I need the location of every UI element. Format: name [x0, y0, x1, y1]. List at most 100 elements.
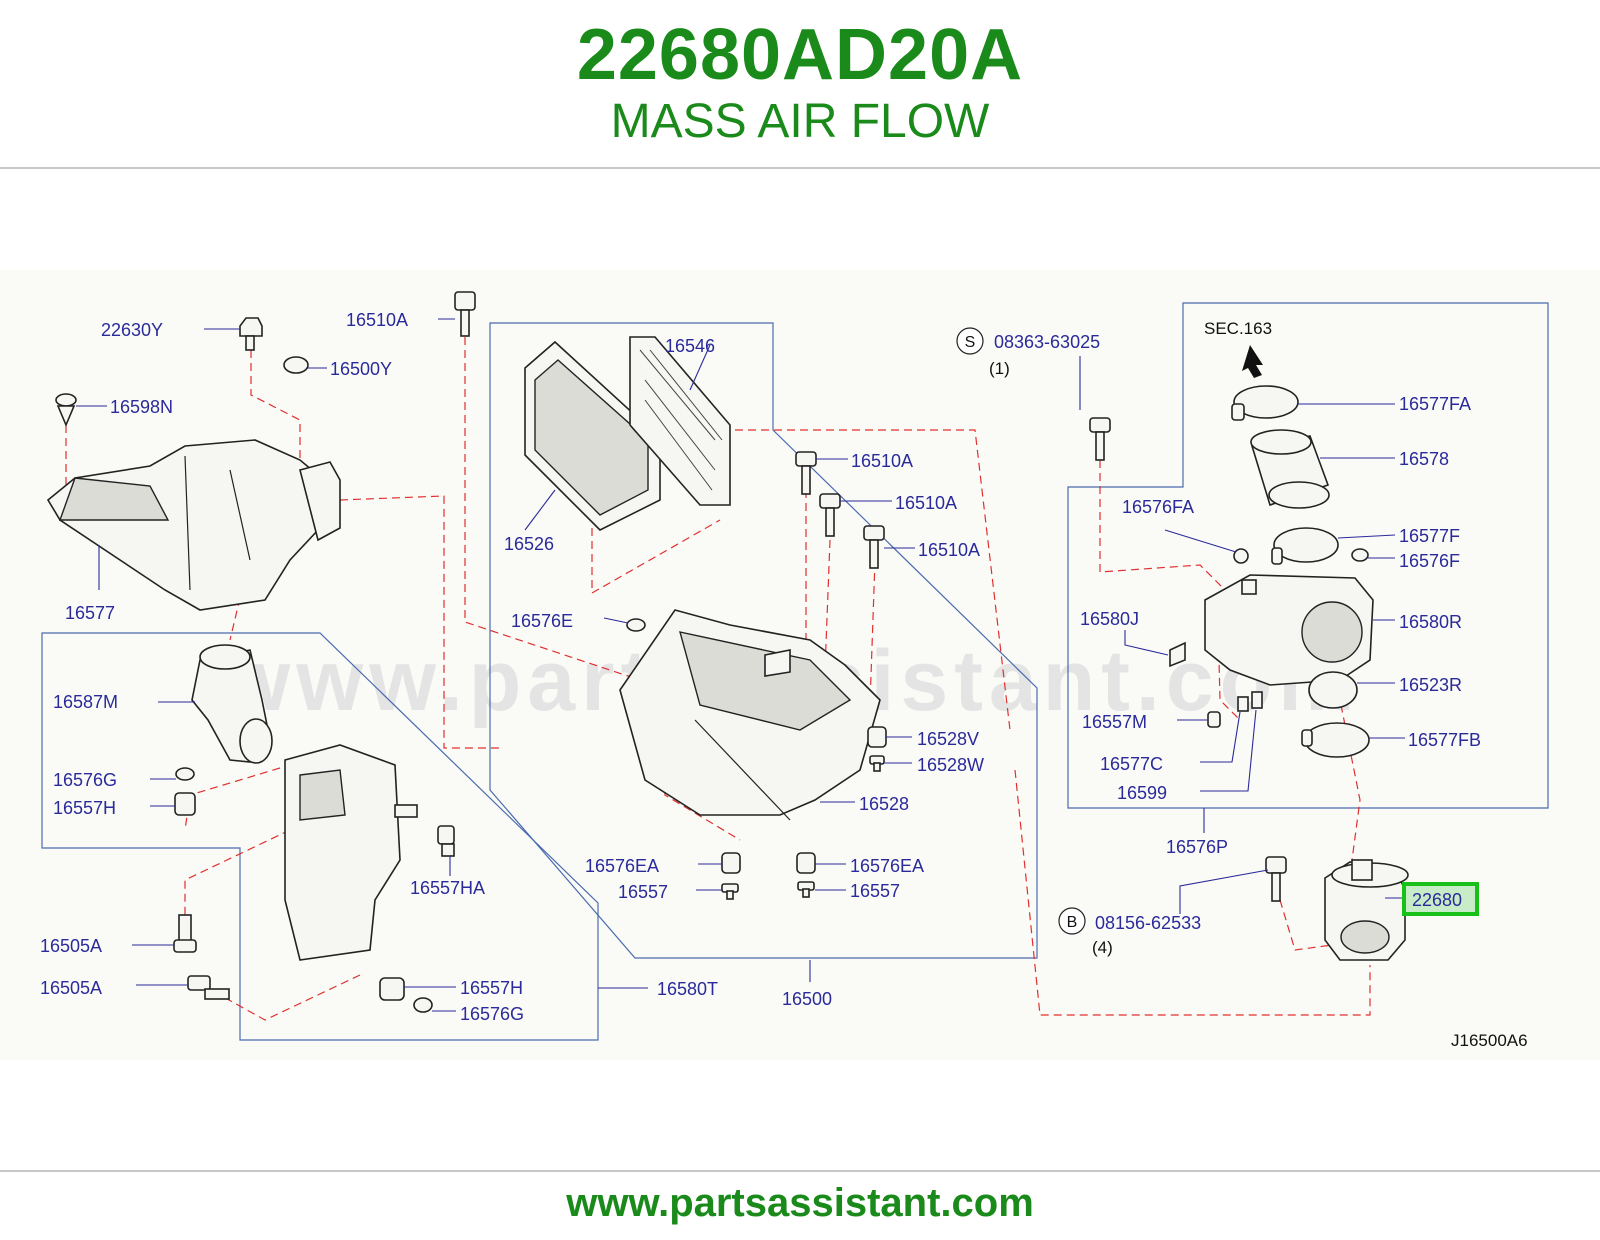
label-16587m[interactable]: 16587M	[53, 692, 118, 712]
label-16510a-top[interactable]: 16510A	[346, 310, 408, 330]
bolt-16505a-2	[187, 975, 230, 1000]
parts-diagram: www.partsassistant.com	[0, 270, 1600, 1060]
label-16500[interactable]: 16500	[782, 989, 832, 1009]
mass-air-flow-sensor-22680	[1324, 859, 1409, 961]
label-16576g-bottom[interactable]: 16576G	[460, 1004, 524, 1024]
circle-b-letter: B	[1067, 914, 1078, 931]
label-16599[interactable]: 16599	[1117, 783, 1167, 803]
label-16510a-3[interactable]: 16510A	[918, 540, 980, 560]
label-16580r[interactable]: 16580R	[1399, 612, 1462, 632]
label-16576e[interactable]: 16576E	[511, 611, 573, 631]
label-16546[interactable]: 16546	[665, 336, 715, 356]
resonator-16580t	[284, 744, 418, 961]
seal-16523r	[1308, 671, 1358, 709]
label-16526[interactable]: 16526	[504, 534, 554, 554]
label-16528[interactable]: 16528	[859, 794, 909, 814]
bolt-16557-right	[797, 881, 815, 898]
elbow-16587m	[191, 644, 273, 764]
footer-divider	[0, 1170, 1600, 1172]
label-16505a-1[interactable]: 16505A	[40, 936, 102, 956]
label-16576p[interactable]: 16576P	[1166, 837, 1228, 857]
filter-element-16546	[629, 336, 731, 506]
label-16580t[interactable]: 16580T	[657, 979, 718, 999]
group-box-16580t	[41, 632, 599, 1041]
label-16500y[interactable]: 16500Y	[330, 359, 392, 379]
section-arrow-icon	[1242, 345, 1263, 378]
lower-case-16528	[619, 609, 881, 821]
duct-16577	[46, 439, 341, 611]
bolt-16510a-1	[795, 451, 817, 495]
insulator-16576ea-right	[796, 852, 816, 874]
insulator-16557ha	[437, 825, 455, 857]
page-header: 22680AD20A MASS AIR FLOW	[0, 0, 1600, 168]
label-16576ea-right[interactable]: 16576EA	[850, 856, 924, 876]
label-16510a-2[interactable]: 16510A	[895, 493, 957, 513]
label-16557ha[interactable]: 16557HA	[410, 878, 485, 898]
group-box-16500	[489, 322, 1038, 959]
air-inlet-16580r	[1204, 574, 1374, 686]
label-16557-right[interactable]: 16557	[850, 881, 900, 901]
group-box-16576p	[1067, 302, 1549, 809]
part-number-title: 22680AD20A	[576, 15, 1024, 95]
label-16557h-bottom[interactable]: 16557H	[460, 978, 523, 998]
grommet-16576fa	[1233, 548, 1249, 564]
cap-16500y	[283, 356, 309, 374]
label-16528w[interactable]: 16528W	[917, 755, 984, 775]
label-16577fa[interactable]: 16577FA	[1399, 394, 1471, 414]
label-22680[interactable]: 22680	[1412, 890, 1462, 910]
label-16528v[interactable]: 16528V	[917, 729, 979, 749]
label-16557m[interactable]: 16557M	[1082, 712, 1147, 732]
insulator-16557m	[1207, 711, 1221, 728]
bellows-16578	[1250, 429, 1330, 509]
grommet-16576g-left	[175, 767, 195, 781]
qty-08156: (4)	[1092, 938, 1113, 957]
label-16577c[interactable]: 16577C	[1100, 754, 1163, 774]
label-16557h-left[interactable]: 16557H	[53, 798, 116, 818]
footer-url[interactable]: www.partsassistant.com	[566, 1181, 1034, 1225]
leader-lines	[76, 318, 1408, 1012]
part-labels: 22630Y 16510A 16500Y 16598N 16577 16587M…	[40, 310, 1528, 1050]
label-16577[interactable]: 16577	[65, 603, 115, 623]
label-16578[interactable]: 16578	[1399, 449, 1449, 469]
sensor-22630y	[239, 317, 263, 351]
bolt-16528w	[869, 755, 885, 772]
grommet-16576g-bottom	[413, 997, 433, 1013]
circle-s-marker	[956, 327, 984, 355]
part-highlight-box	[1402, 882, 1479, 916]
bolt-16510a-2	[819, 493, 841, 537]
bolt-16505a-1	[173, 914, 197, 953]
section-ref[interactable]: SEC.163	[1204, 319, 1272, 338]
exploded-parts-view: www.partsassistant.com	[40, 291, 1549, 1050]
bolt-16510a-3	[863, 525, 885, 569]
bracket-16580j	[1169, 641, 1186, 668]
bracket-16599	[1251, 691, 1263, 709]
label-16576ea-left[interactable]: 16576EA	[585, 856, 659, 876]
clamp-16577f	[1271, 527, 1339, 565]
bolt-08363-63025	[1089, 417, 1111, 461]
grommet-16576e	[626, 618, 646, 632]
label-16510a-1[interactable]: 16510A	[851, 451, 913, 471]
label-16505a-2[interactable]: 16505A	[40, 978, 102, 998]
label-08363-63025[interactable]: 08363-63025	[994, 332, 1100, 352]
bracket-16577c	[1237, 696, 1249, 712]
insulator-16557h-bottom	[379, 977, 405, 1001]
clip-16598n	[55, 393, 77, 428]
clamp-16577fa	[1231, 385, 1299, 421]
grommet-16576f	[1351, 548, 1369, 562]
label-16580j[interactable]: 16580J	[1080, 609, 1139, 629]
label-16576f[interactable]: 16576F	[1399, 551, 1460, 571]
label-16577f[interactable]: 16577F	[1399, 526, 1460, 546]
label-16523r[interactable]: 16523R	[1399, 675, 1462, 695]
label-22630y[interactable]: 22630Y	[101, 320, 163, 340]
part-name-subtitle: MASS AIR FLOW	[610, 95, 990, 148]
label-16598n[interactable]: 16598N	[110, 397, 173, 417]
label-08156-62533[interactable]: 08156-62533	[1095, 913, 1201, 933]
bolt-16510a-top	[454, 291, 476, 337]
cover-16526	[524, 340, 661, 531]
label-16576g-left[interactable]: 16576G	[53, 770, 117, 790]
label-16557-left[interactable]: 16557	[618, 882, 668, 902]
bolt-16557-left	[721, 883, 739, 900]
label-16577fb[interactable]: 16577FB	[1408, 730, 1481, 750]
label-16576fa[interactable]: 16576FA	[1122, 497, 1194, 517]
insulator-16557h-left	[174, 792, 196, 816]
